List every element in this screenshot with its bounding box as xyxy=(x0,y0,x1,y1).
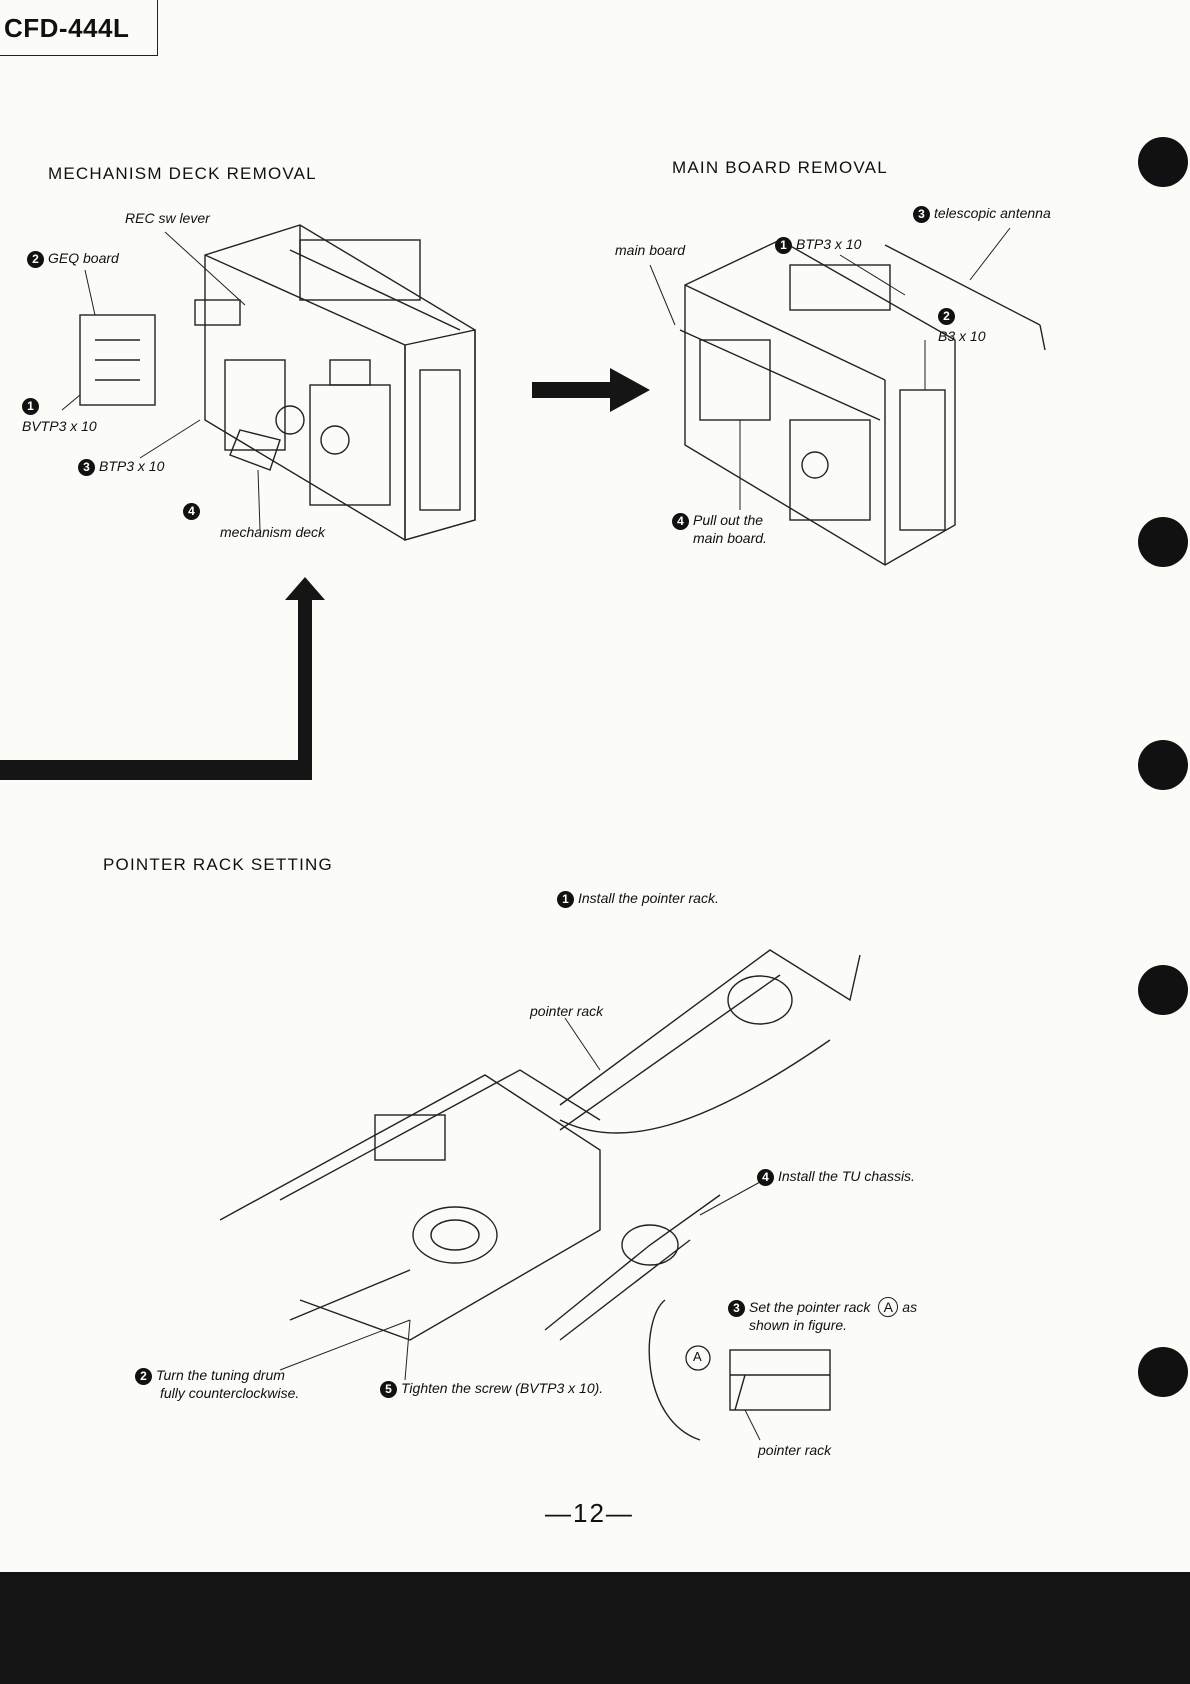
binder-hole xyxy=(1138,740,1188,790)
step-4-badge: 4 xyxy=(672,512,689,530)
mechanism-cabinet-drawing xyxy=(79,224,476,541)
mechanism-deck-title: MECHANISM DECK REMOVAL xyxy=(48,164,317,183)
rec-sw-lever-label: REC sw lever xyxy=(125,210,210,226)
step-2-badge: 2 xyxy=(938,308,955,325)
pointer-rack-label: pointer rack xyxy=(530,1003,604,1019)
step-1-badge: 1 xyxy=(557,890,574,908)
main-board-label: main board xyxy=(615,242,686,258)
binder-hole xyxy=(1138,965,1188,1015)
pointer-rack-drawing xyxy=(219,949,861,1441)
step-1-badge: 1 xyxy=(775,236,792,254)
step-3-badge: 3 xyxy=(913,205,930,223)
step-5-badge: 5 xyxy=(380,1380,397,1398)
step-1-badge: 1 xyxy=(22,398,39,415)
step-4-marker: 4 xyxy=(183,502,204,520)
step-2-badge: 2 xyxy=(27,250,44,268)
step-3-badge: 3 xyxy=(78,458,95,476)
step-4-badge: 4 xyxy=(757,1168,774,1186)
pointer-rack-title: POINTER RACK SETTING xyxy=(103,855,333,874)
flow-arrows xyxy=(0,368,650,780)
step-2-badge: 2 xyxy=(135,1367,152,1385)
step-4-badge: 4 xyxy=(183,502,200,520)
mechanism-deck-label: mechanism deck xyxy=(220,524,326,540)
binder-hole xyxy=(1138,137,1188,187)
scan-border-band xyxy=(0,1572,1190,1684)
main-board-title: MAIN BOARD REMOVAL xyxy=(672,158,888,177)
binder-hole xyxy=(1138,1347,1188,1397)
model-number: CFD-444L xyxy=(0,0,158,56)
detail-mark-a: A xyxy=(693,1349,702,1364)
pointer-rack-detail-label: pointer rack xyxy=(758,1442,832,1458)
leader-lines xyxy=(61,227,1011,1441)
mark-a: A xyxy=(878,1297,899,1317)
step-3-badge: 3 xyxy=(728,1299,745,1317)
page-number: —12— xyxy=(545,1498,634,1528)
binder-hole xyxy=(1138,517,1188,567)
